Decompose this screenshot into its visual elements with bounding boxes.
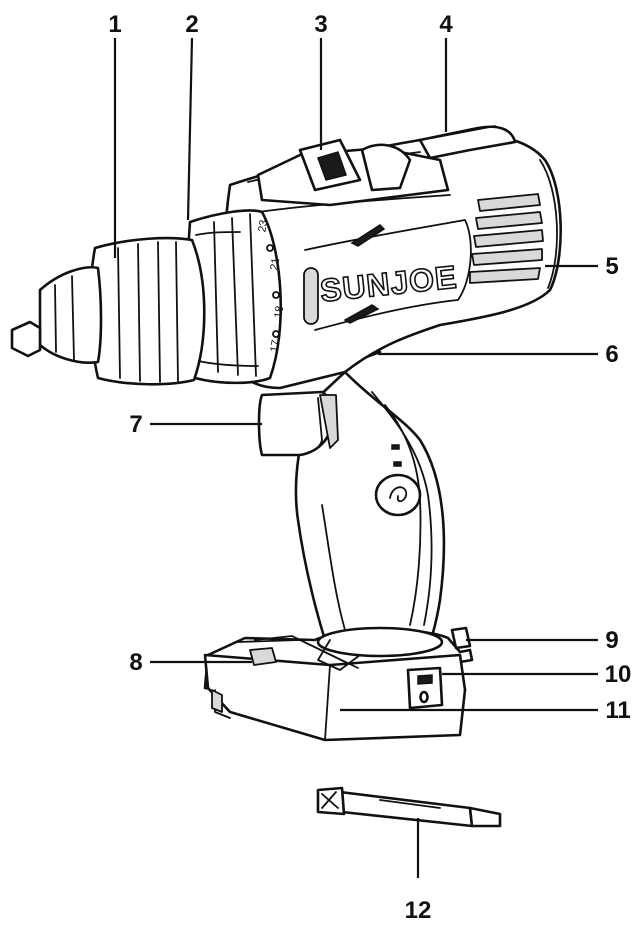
- callout-10: 10: [605, 661, 632, 688]
- callout-1: 1: [108, 11, 121, 38]
- callout-8: 8: [129, 649, 142, 676]
- callout-4: 4: [439, 11, 453, 38]
- clutch-ring: 23 21 18 17: [186, 209, 286, 385]
- clutch-mark: 17: [268, 339, 282, 353]
- callout-numbers: 1 2 3 4 5 6 7 8 9 10 11 12: [108, 11, 631, 924]
- trigger: [257, 390, 339, 457]
- belt-clip-mount: [418, 125, 517, 160]
- callout-9: 9: [605, 627, 618, 654]
- driver-bit: [316, 786, 502, 828]
- callout-3: 3: [314, 11, 327, 38]
- clutch-mark: 21: [268, 257, 282, 271]
- speed-selector: [256, 138, 450, 207]
- clutch-mark: 23: [256, 219, 270, 233]
- battery-base: [203, 626, 474, 742]
- callout-11: 11: [605, 697, 630, 724]
- leader-lines: [113, 37, 598, 878]
- callout-12: 12: [405, 897, 432, 924]
- callout-2: 2: [185, 11, 198, 38]
- air-vents: [469, 193, 544, 284]
- keyless-chuck: [10, 236, 206, 386]
- callout-5: 5: [605, 253, 618, 280]
- clutch-mark: 18: [272, 305, 286, 319]
- callout-6: 6: [605, 341, 618, 368]
- drill-illustration: SUNJOE: [10, 125, 562, 742]
- callout-7: 7: [129, 411, 142, 438]
